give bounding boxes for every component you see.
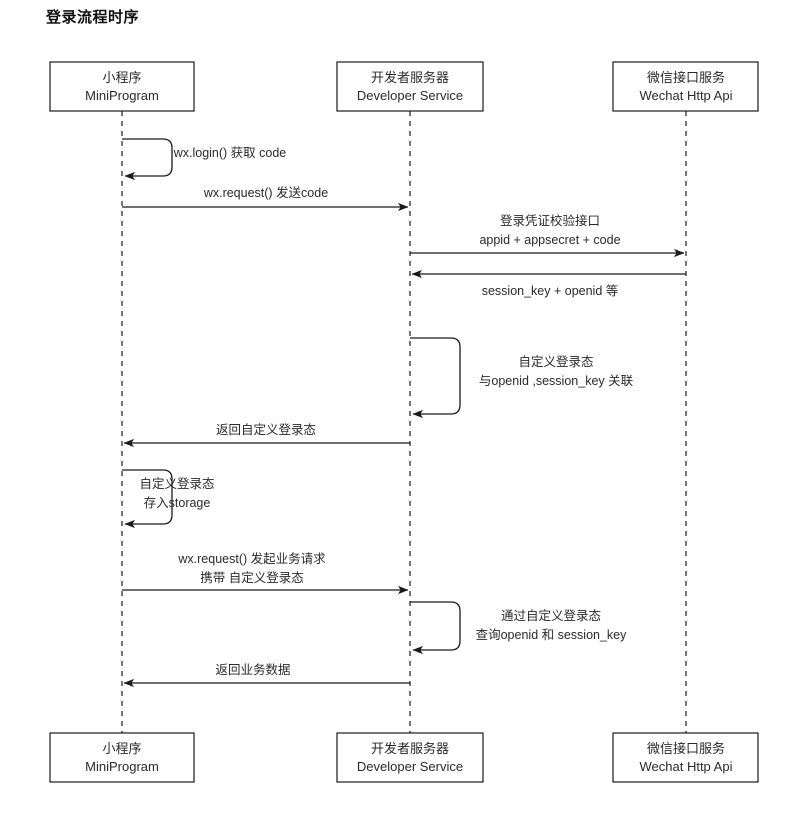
participant-miniprogram-bottom[interactable]: 小程序 MiniProgram <box>49 732 195 783</box>
self-message-loop <box>122 138 173 181</box>
message-label: 与openid ,session_key 关联 <box>479 374 634 388</box>
message-5[interactable]: 返回自定义登录态 <box>123 422 410 448</box>
messages-layer: wx.login() 获取 code wx.request() 发送code 登录凭… <box>122 138 686 688</box>
message-label: appid + appsecret + code <box>479 233 620 247</box>
self-message-loop <box>410 337 461 419</box>
message-3[interactable]: session_key + openid 等 <box>411 269 686 298</box>
participant-name-en: MiniProgram <box>85 88 159 103</box>
page-title: 登录流程时序 <box>46 9 140 26</box>
participant-name-en: Wechat Http Api <box>640 759 733 774</box>
participant-name-en: Wechat Http Api <box>640 88 733 103</box>
participants-layer: 小程序 MiniProgram 小程序 MiniProgram 开发者服务器 Develo… <box>49 61 759 783</box>
message-label: 存入storage <box>144 496 211 510</box>
message-label: wx.request() 发起业务请求 <box>177 551 326 566</box>
participant-name-en: Developer Service <box>357 88 463 103</box>
participant-name-cn: 微信接口服务 <box>647 741 725 756</box>
participant-name-cn: 小程序 <box>102 741 141 756</box>
message-label: 携带 自定义登录态 <box>200 570 303 585</box>
message-label: 登录凭证校验接口 <box>500 213 600 228</box>
message-2[interactable]: 登录凭证校验接口 appid + appsecret + code <box>410 213 685 258</box>
participant-wechat-bottom[interactable]: 微信接口服务 Wechat Http Api <box>612 732 759 783</box>
message-1[interactable]: wx.request() 发送code <box>122 185 409 212</box>
self-message-loop <box>122 469 173 529</box>
self-message-loop <box>410 601 461 655</box>
participant-developer-bottom[interactable]: 开发者服务器 Developer Service <box>336 732 484 783</box>
participant-miniprogram-top[interactable]: 小程序 MiniProgram <box>49 61 195 112</box>
message-label: 查询openid 和 session_key <box>476 628 628 642</box>
message-0[interactable]: wx.login() 获取 code <box>122 138 287 181</box>
participant-developer-top[interactable]: 开发者服务器 Developer Service <box>336 61 484 112</box>
participant-name-en: Developer Service <box>357 759 463 774</box>
message-9[interactable]: 返回业务数据 <box>123 662 410 688</box>
participant-name-cn: 开发者服务器 <box>371 70 449 85</box>
participant-name-cn: 开发者服务器 <box>371 741 449 756</box>
message-label: wx.request() 发送code <box>203 185 328 200</box>
message-label: 通过自定义登录态 <box>501 608 601 623</box>
message-label: 返回自定义登录态 <box>216 422 316 437</box>
participant-name-cn: 微信接口服务 <box>647 70 725 85</box>
message-label: session_key + openid 等 <box>482 283 619 298</box>
participant-wechat-top[interactable]: 微信接口服务 Wechat Http Api <box>612 61 759 112</box>
message-label: wx.login() 获取 code <box>173 146 287 160</box>
lifelines-layer <box>121 111 687 733</box>
message-label: 自定义登录态 <box>139 476 214 491</box>
message-label: 返回业务数据 <box>215 662 290 677</box>
message-label: 自定义登录态 <box>518 354 593 369</box>
participant-name-cn: 小程序 <box>102 70 141 85</box>
participant-name-en: MiniProgram <box>85 759 159 774</box>
